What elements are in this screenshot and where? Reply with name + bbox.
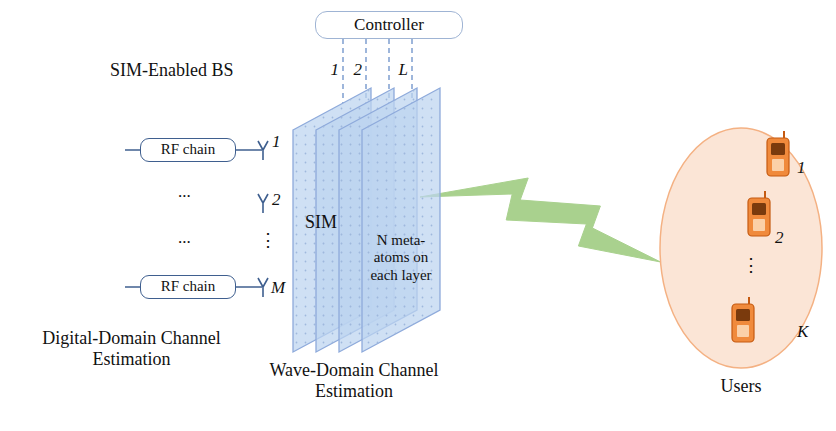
- user-phone: [732, 297, 754, 342]
- antenna-symbols: [258, 141, 268, 297]
- bs-title: SIM-Enabled BS: [110, 60, 234, 81]
- rf-input-wire: [125, 149, 140, 151]
- meta-atom-grid: [362, 88, 440, 352]
- rf-input-wire: [125, 286, 140, 288]
- user-phone: [767, 131, 789, 176]
- ellipsis: ...: [178, 228, 191, 248]
- metasurface-layer: [362, 88, 440, 352]
- layer-index: 1: [331, 60, 340, 80]
- layer-index: L: [399, 60, 408, 80]
- antenna-symbol: [258, 141, 268, 160]
- user-index: 1: [797, 158, 806, 178]
- wireless-link-bolt: [420, 178, 661, 262]
- controller-box: Controller: [315, 11, 463, 39]
- box-label: RF chain: [161, 141, 216, 158]
- rf-chain-box: RF chain: [140, 138, 236, 162]
- box-label: Controller: [354, 15, 424, 35]
- user-index: 2: [775, 228, 784, 248]
- users-ellipse: [660, 128, 822, 368]
- user-index: K: [797, 322, 808, 342]
- sim-stack: SIM N meta-atoms on each layer: [292, 86, 442, 354]
- rf-antenna-wire: [236, 149, 262, 151]
- wave-estimation-label: Wave-Domain Channel Estimation: [244, 360, 464, 401]
- box-label: RF chain: [161, 278, 216, 295]
- rf-antenna-wire: [236, 286, 262, 288]
- digital-estimation-label: Digital-Domain Channel Estimation: [14, 328, 249, 369]
- antenna-index: 2: [272, 190, 281, 210]
- antenna-index: M: [271, 278, 285, 298]
- vertical-ellipsis: ⋮: [742, 255, 760, 276]
- antenna-symbol: [258, 278, 268, 297]
- ellipsis: ...: [178, 182, 191, 202]
- sim-title: SIM: [305, 212, 337, 233]
- rf-chain-box: RF chain: [140, 275, 236, 299]
- antenna-index: 1: [272, 132, 281, 152]
- layer-index: 2: [354, 60, 363, 80]
- users-title: Users: [658, 376, 824, 397]
- control-line: [342, 39, 344, 103]
- sim-description: N meta-atoms on each layer: [363, 232, 439, 284]
- user-phone: [748, 191, 770, 236]
- antenna-symbol: [258, 194, 268, 213]
- vertical-ellipsis: ⋮: [259, 230, 277, 251]
